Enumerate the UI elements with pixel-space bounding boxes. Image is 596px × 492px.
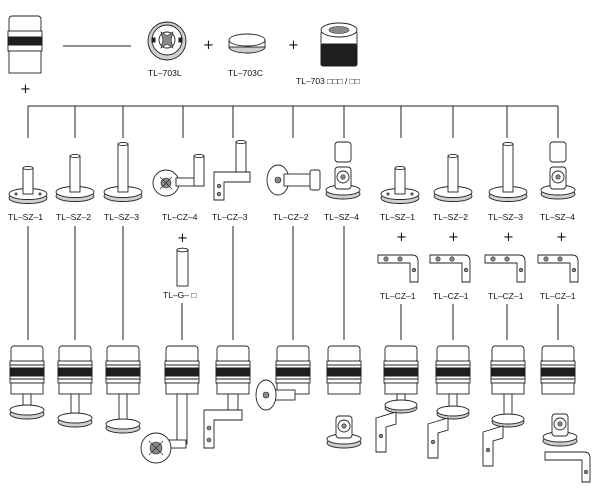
mount-sz-4-b: [540, 106, 576, 200]
assembly-cz-2: [255, 345, 311, 411]
mount-label: TL–CZ–4: [162, 212, 198, 222]
mount-label: TL–CZ–2: [273, 212, 309, 222]
extension-pole: [176, 247, 189, 287]
assembly-sz-2: [57, 345, 93, 428]
assembly-sz-3: [105, 345, 141, 434]
mount-label: TL–CZ–3: [212, 212, 248, 222]
mount-cz-3: [213, 106, 251, 201]
bracket-label: TL–CZ–1: [380, 291, 416, 301]
plus-sign: +: [288, 38, 299, 53]
assembly-sz-2-cz-1: [427, 345, 471, 459]
assembly-cz-3: [203, 345, 251, 449]
pole-label: TL–G– □: [163, 290, 196, 300]
l-bracket-part: [377, 254, 419, 283]
plus-sign: +: [177, 231, 188, 246]
assembly-sz-3-cz-1: [482, 345, 526, 467]
mount-labels: TL–SZ–1 TL–SZ–2 TL–SZ–3 TL–CZ–4 TL–CZ–3 …: [8, 212, 575, 222]
bracket-label: TL–CZ–1: [540, 291, 576, 301]
plus-sign: +: [503, 230, 514, 245]
disc-part-label: TL–703C: [228, 68, 263, 78]
mount-sz-1-b: [380, 106, 420, 204]
l-bracket-part: [429, 254, 471, 283]
tower-light-unit: [7, 15, 43, 74]
bracket-label: TL–CZ–1: [488, 291, 524, 301]
mount-sz-2-b: [433, 106, 473, 202]
mount-label: TL–SZ–4: [324, 212, 359, 222]
assembly-connectors: [27, 226, 559, 340]
assembly-cz-4: [140, 345, 200, 464]
assembly-sz-4: [326, 345, 362, 449]
assembly-sz-1: [9, 345, 45, 420]
assembly-sz-1-cz-1: [375, 345, 419, 453]
buzzer-part-icon: [320, 22, 358, 67]
plus-sign: +: [203, 38, 214, 53]
mount-cz-2: [266, 106, 321, 196]
buzzer-part-label: TL–703 □□□ / □□: [296, 76, 360, 86]
cap-part-icon: [147, 21, 187, 61]
mount-sz-2: [55, 106, 95, 202]
plus-sign: +: [556, 230, 567, 245]
mount-label: TL–SZ–1: [8, 212, 43, 222]
assembly-sz-4-cz-1: [540, 345, 591, 483]
cap-part-label: TL–703L: [148, 68, 182, 78]
mount-label: TL–SZ–2: [433, 212, 468, 222]
l-bracket-part: [484, 254, 526, 283]
bracket-label: TL–CZ–1: [433, 291, 469, 301]
plus-sign: +: [396, 230, 407, 245]
mount-label: TL–SZ–3: [104, 212, 139, 222]
plus-sign: +: [20, 82, 31, 97]
mount-label: TL–SZ–1: [380, 212, 415, 222]
mount-sz-1: [8, 106, 48, 204]
mount-label: TL–SZ–3: [488, 212, 523, 222]
disc-part-icon: [228, 33, 266, 54]
l-bracket-part: [537, 254, 579, 283]
mount-sz-3: [103, 106, 143, 202]
plus-sign: +: [448, 230, 459, 245]
mount-sz-3-b: [488, 106, 528, 202]
mount-sz-4: [325, 106, 361, 200]
mount-cz-4: [152, 106, 205, 197]
mount-label: TL–SZ–4: [540, 212, 575, 222]
mount-label: TL–SZ–2: [56, 212, 91, 222]
